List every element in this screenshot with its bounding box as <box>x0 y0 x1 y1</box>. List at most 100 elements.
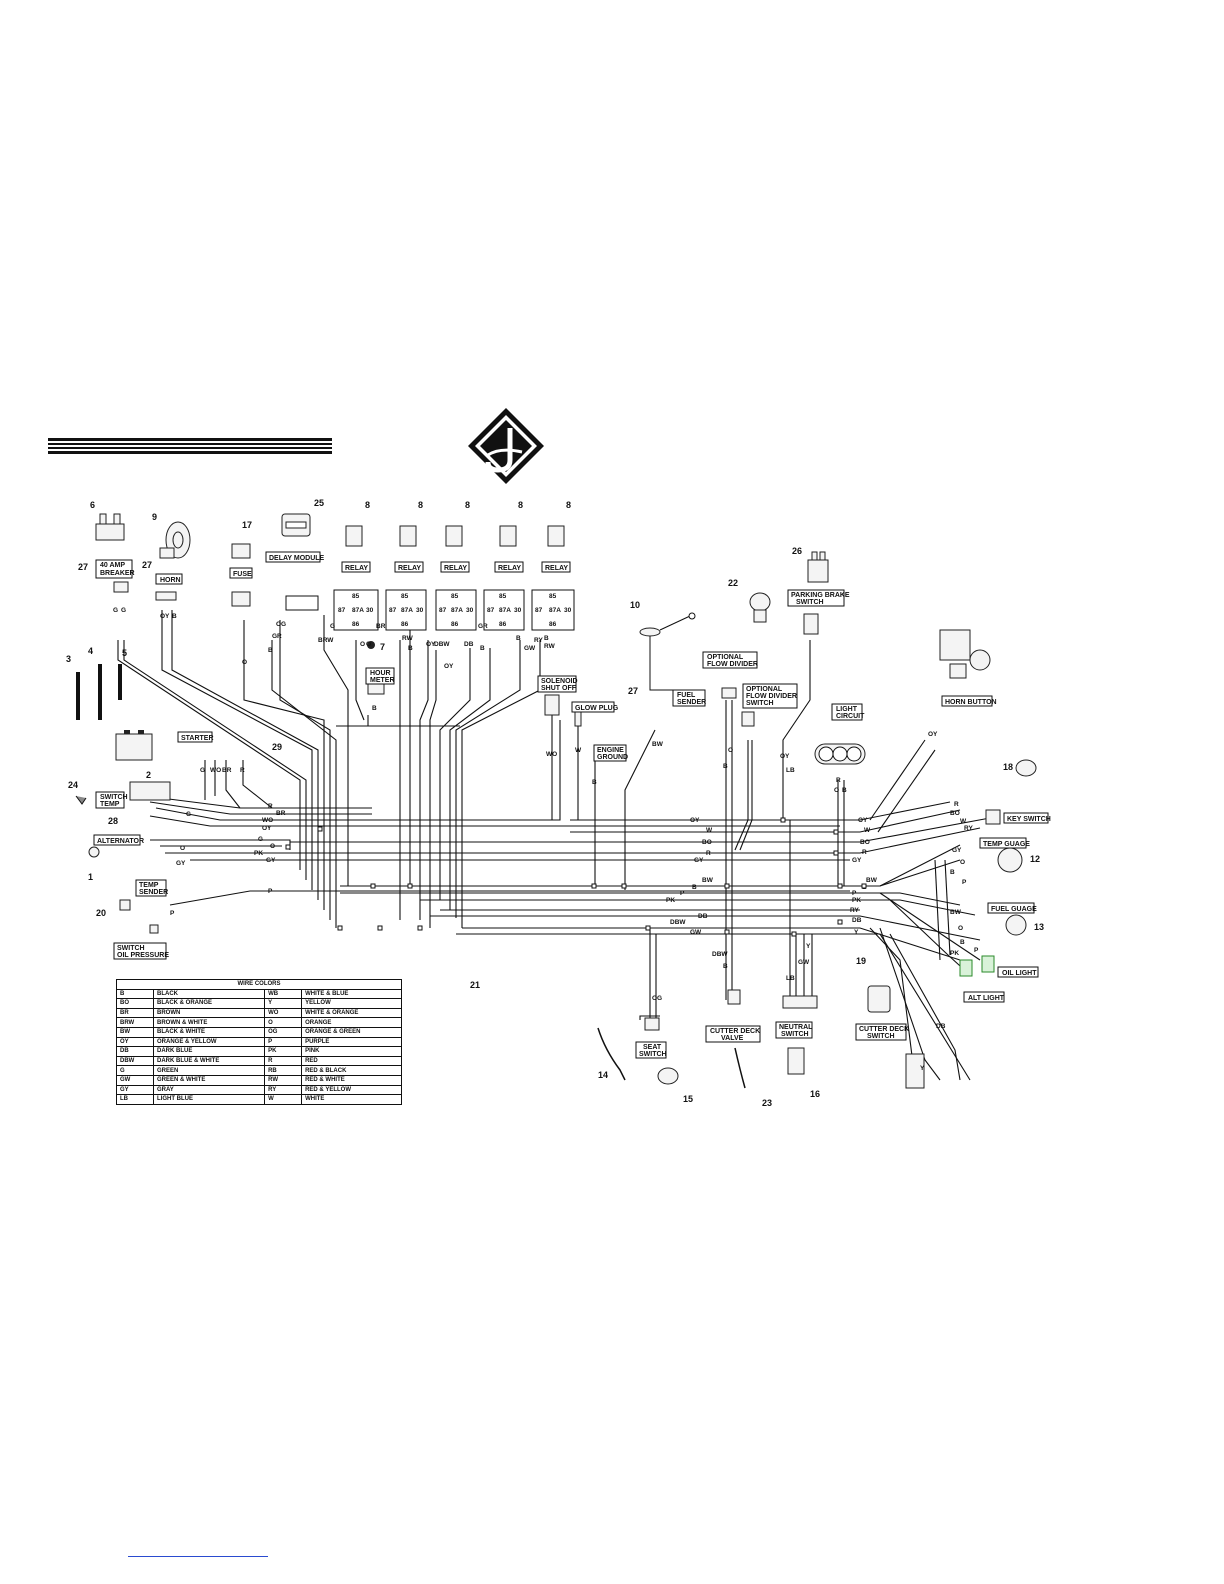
wire-label: O <box>958 925 963 932</box>
wire-code-cell: OG <box>264 1026 303 1038</box>
horn-button-icon <box>939 629 991 679</box>
label-temp-guage: TEMP GUAGE <box>983 841 1030 848</box>
wire-label: P <box>680 890 685 897</box>
wire-label: G <box>200 767 205 774</box>
wire-label: BW <box>652 741 664 748</box>
delay-module-icon <box>281 513 311 537</box>
wire-label: RY <box>850 907 859 914</box>
wire-label: BW <box>866 877 878 884</box>
header-rule <box>48 438 332 454</box>
wire-label: B <box>372 705 377 712</box>
wire-label: GW <box>524 645 536 652</box>
callout-8b: 8 <box>418 500 423 510</box>
label-relay-5: RELAY <box>545 565 568 572</box>
component-labels: 40 AMP BREAKER HORN FUSE DELAY MODULE RE… <box>93 551 1051 1059</box>
label-relay-4: RELAY <box>498 565 521 572</box>
wire-code-cell: OY <box>116 1036 154 1048</box>
callout-16: 16 <box>810 1089 820 1099</box>
wire-label: BW <box>702 877 714 884</box>
label-fuel-sender-1: FUEL <box>677 692 696 699</box>
wire-label: OY <box>858 817 868 824</box>
wire-label: PK <box>666 897 675 904</box>
wire-label: BO <box>860 839 870 846</box>
wire-label: WO <box>262 817 273 824</box>
wire-label: R <box>706 850 711 857</box>
wire-label: W <box>706 827 713 834</box>
relay-pin: 30 <box>514 607 522 614</box>
wire-code-cell: DB <box>116 1046 154 1057</box>
wire-label: B <box>692 884 697 891</box>
wire-code-cell: GW <box>116 1074 154 1086</box>
wire-color-name-cell: DARK BLUE & WHITE <box>152 1055 266 1067</box>
wire-label: P <box>852 890 857 897</box>
wire-label: BRW <box>318 637 334 644</box>
callout-10: 10 <box>630 600 640 610</box>
label-engine-ground-1: ENGINE <box>597 747 624 754</box>
wire-label: B <box>592 779 597 786</box>
callout-8e: 8 <box>566 500 571 510</box>
battery-cables <box>76 664 122 720</box>
callout-23: 23 <box>762 1098 772 1108</box>
wire-label: GY <box>176 860 186 867</box>
wire-label: B <box>516 635 521 642</box>
label-alternator: ALTERNATOR <box>97 838 144 845</box>
wire-label: O <box>270 843 275 850</box>
relay-pin: 86 <box>451 621 459 628</box>
key-switch-icon <box>985 759 1037 825</box>
label-oil-pressure-1: SWITCH <box>117 945 145 952</box>
relay-pin: 87A <box>499 607 511 614</box>
wire-label: P <box>974 947 979 954</box>
relay-pin: 86 <box>549 621 557 628</box>
callout-29: 29 <box>272 742 282 752</box>
wire-label: OY <box>928 731 938 738</box>
wire-label: OY <box>780 753 790 760</box>
label-fd-switch-3: SWITCH <box>746 700 774 707</box>
callout-19: 19 <box>856 956 866 966</box>
wire-label: W <box>960 818 967 825</box>
callout-27c: 27 <box>628 686 638 696</box>
relay-pin: 87A <box>549 607 561 614</box>
wire-code-cell: LB <box>116 1094 154 1105</box>
label-parking-2: SWITCH <box>796 599 824 606</box>
wire-color-name-cell: BROWN & WHITE <box>152 1017 266 1028</box>
label-fd-switch-1: OPTIONAL <box>746 686 783 693</box>
wire-color-name-cell: RED & BLACK <box>301 1065 402 1076</box>
label-neutral-2: SWITCH <box>781 1031 809 1038</box>
label-light-circuit-2: CIRCUIT <box>836 713 865 720</box>
wire-label: OY <box>160 613 170 620</box>
wire-label: O <box>728 747 733 754</box>
wire-label: WO <box>546 751 557 758</box>
label-alt-light: ALT LIGHT <box>968 995 1005 1002</box>
relay-pin: 87A <box>352 607 364 614</box>
wire-label: DB <box>698 913 708 920</box>
label-hour-meter-2: METER <box>370 677 395 684</box>
label-cutter-switch-1: CUTTER DECK <box>859 1026 909 1033</box>
callout-24: 24 <box>68 780 78 790</box>
wire-label: G <box>330 623 335 630</box>
wire-label: WO <box>210 767 221 774</box>
wire-label: RW <box>544 643 556 650</box>
label-hour-meter-1: HOUR <box>370 670 391 677</box>
wire-color-name-cell: PURPLE <box>301 1036 402 1048</box>
wire-code-labels: R BR WO OY G O PK GY P OY W BO R GY BW B… <box>113 607 979 1072</box>
relay-schematics <box>231 589 575 631</box>
wire-label: P <box>962 879 967 886</box>
wire-color-name-cell: BLACK <box>152 988 266 1000</box>
wire-code-cell: Y <box>264 998 303 1009</box>
wire-label: O <box>360 641 365 648</box>
wire-label: RY <box>534 637 543 644</box>
wire-color-name-cell: PINK <box>301 1046 402 1057</box>
callout-12: 12 <box>1030 854 1040 864</box>
wire-label: B <box>842 787 847 794</box>
wire-color-name-cell: RED <box>301 1055 402 1067</box>
label-parking-1: PARKING BRAKE <box>791 592 850 599</box>
relay-pin: 85 <box>451 593 459 600</box>
label-solenoid-1: SOLENOID <box>541 678 578 685</box>
connectors <box>113 581 819 1031</box>
splice-dots <box>285 817 867 937</box>
wire-label: O <box>180 845 185 852</box>
wire-label: P <box>170 910 175 917</box>
